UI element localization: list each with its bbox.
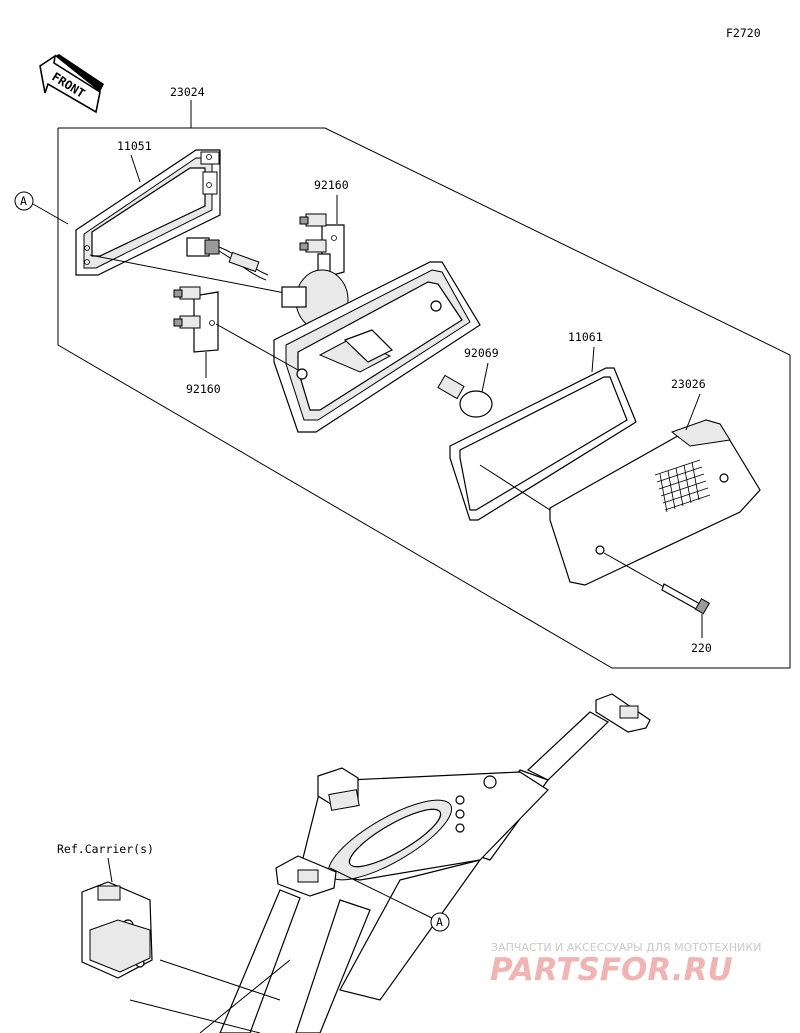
front-arrow-icon: FRONT: [39, 54, 104, 114]
svg-text:A: A: [20, 194, 27, 208]
callout-11061: 11061: [568, 330, 603, 344]
leader-11061: [591, 346, 595, 373]
callout-92160-bottom: 92160: [186, 382, 221, 396]
callout-23026: 23026: [671, 377, 706, 391]
callout-92160-top: 92160: [314, 178, 349, 192]
callout-220: 220: [691, 641, 712, 655]
leader-23026: [685, 393, 701, 431]
tail-light-housing: [215, 261, 481, 433]
svg-text:A: A: [436, 915, 443, 929]
screw-220: [603, 552, 711, 615]
socket-92160-top: [299, 213, 345, 279]
ref-carrier-label: Ref.Carrier(s): [57, 842, 154, 856]
assembly-outline: [57, 100, 791, 669]
bulb-92069: [437, 374, 493, 418]
leader-92069: [481, 362, 489, 393]
carrier-frame: [129, 693, 651, 1033]
callout-23024: 23024: [170, 85, 205, 99]
marker-a-left: A: [14, 191, 69, 225]
leader-ref-carrier: [107, 857, 113, 883]
carrier-bracket-left: [81, 881, 153, 979]
lens-23026: [479, 419, 761, 586]
figure-code: F2720: [726, 26, 761, 40]
callout-11051: 11051: [117, 139, 152, 153]
marker-a-bottom: A: [329, 867, 450, 932]
leader-11051: [130, 154, 141, 183]
socket-92160-bottom: [173, 286, 219, 353]
gasket-11061: [449, 367, 637, 521]
wire-harness-connector: [89, 237, 291, 295]
license-plate-bracket: [75, 149, 221, 276]
watermark-line1: ЗАПЧАСТИ И АКСЕССУАРЫ ДЛЯ МОТОТЕХНИКИ: [491, 941, 761, 954]
watermark-line2: PARTSFOR.RU: [490, 952, 733, 988]
callout-92069: 92069: [464, 346, 499, 360]
